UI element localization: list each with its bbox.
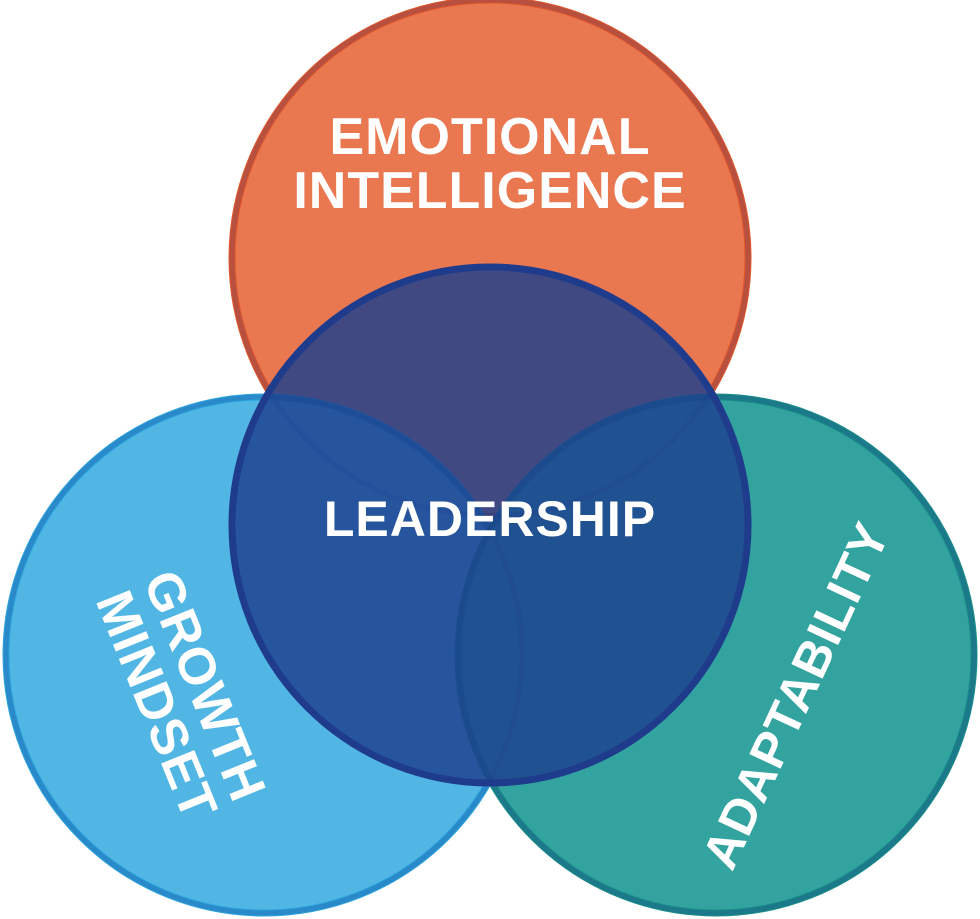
leadership-label: LEADERSHIP xyxy=(324,491,656,547)
leadership-circle xyxy=(228,263,752,787)
emotional-intelligence-label-line1: EMOTIONAL xyxy=(330,108,651,166)
top-circle-overlap-outline xyxy=(229,0,751,519)
emotional-intelligence-label-line2: INTELLIGENCE xyxy=(293,162,686,220)
